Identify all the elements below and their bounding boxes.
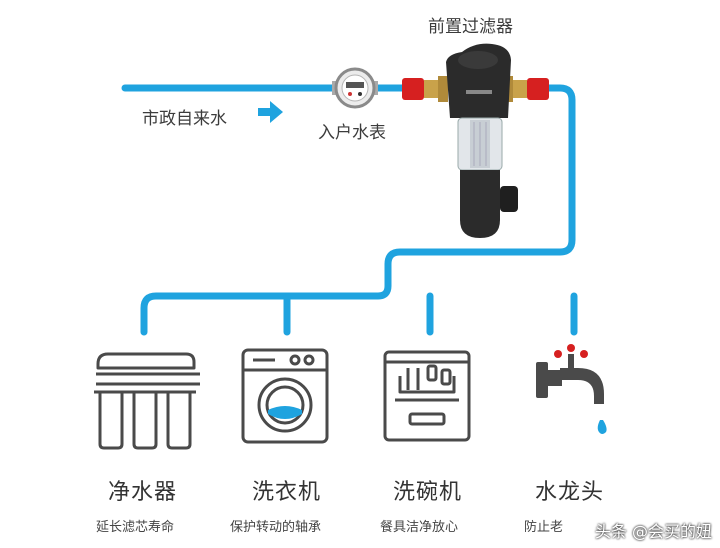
dishwasher-icon <box>383 350 471 442</box>
prefilter-icon <box>402 43 549 238</box>
prefilter-label: 前置过滤器 <box>428 17 513 37</box>
watermark: 头条 @会买的妞 <box>594 522 712 541</box>
appliance-name: 水龙头 <box>535 480 605 505</box>
appliance-name: 洗碗机 <box>393 480 463 505</box>
water-purifier-icon <box>94 352 200 450</box>
washing-machine-icon <box>241 348 329 444</box>
appliance-benefit: 餐具洁净放心 <box>380 520 459 535</box>
appliance-benefit: 防止老 <box>524 520 564 535</box>
appliance-name: 净水器 <box>108 480 178 505</box>
flow-arrow-icon <box>258 101 283 123</box>
water-pipe <box>121 84 578 336</box>
water-meter-label: 入户水表 <box>318 123 386 143</box>
municipal-water-label: 市政自来水 <box>142 109 227 129</box>
faucet-icon <box>536 344 607 434</box>
appliance-name: 洗衣机 <box>252 480 322 505</box>
water-meter-icon <box>332 67 378 109</box>
appliance-benefit: 延长滤芯寿命 <box>96 520 175 535</box>
appliance-benefit: 保护转动的轴承 <box>230 520 322 535</box>
